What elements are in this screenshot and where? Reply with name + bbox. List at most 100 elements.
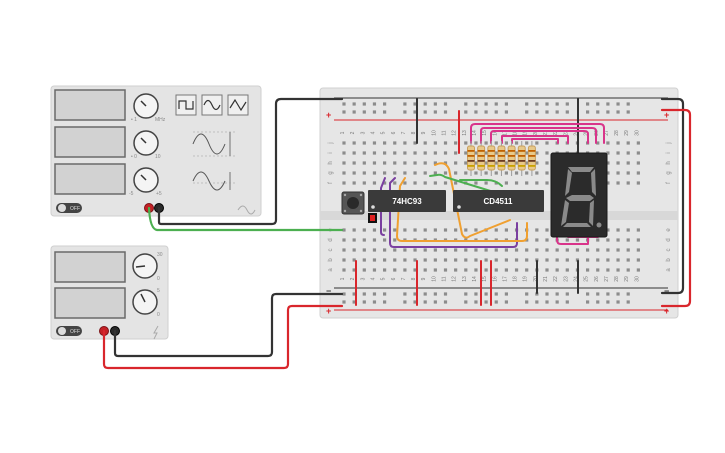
grid-hole[interactable] [575, 238, 580, 242]
grid-hole[interactable] [403, 268, 407, 272]
grid-hole[interactable] [525, 171, 529, 175]
grid-hole[interactable] [403, 248, 407, 252]
rail-hole[interactable] [565, 110, 569, 114]
grid-hole[interactable] [545, 151, 549, 155]
grid-hole[interactable] [606, 141, 610, 145]
rail-hole[interactable] [362, 110, 366, 114]
grid-hole[interactable] [545, 228, 549, 232]
rail-hole[interactable] [504, 300, 508, 304]
resistor-array[interactable] [467, 141, 536, 176]
wire-ps-black[interactable] [113, 292, 344, 358]
grid-hole[interactable] [535, 151, 539, 155]
rail-hole[interactable] [596, 300, 600, 304]
grid-hole[interactable] [464, 171, 468, 175]
grid-hole[interactable] [514, 181, 519, 185]
grid-hole[interactable] [413, 248, 417, 252]
grid-hole[interactable] [403, 258, 407, 262]
grid-hole[interactable] [606, 238, 610, 242]
rail-hole[interactable] [372, 300, 377, 304]
rail-hole[interactable] [555, 110, 559, 114]
wire-orange-1[interactable] [396, 177, 528, 242]
wire-ps-red[interactable] [102, 304, 344, 370]
grid-hole[interactable] [606, 151, 610, 155]
grid-hole[interactable] [626, 141, 630, 145]
grid-hole[interactable] [535, 141, 539, 145]
grid-hole[interactable] [342, 258, 346, 262]
wire-pink-1[interactable] [470, 123, 605, 144]
grid-hole[interactable] [535, 161, 539, 165]
rail-hole[interactable] [504, 292, 508, 296]
grid-hole[interactable] [362, 161, 366, 165]
grid-hole[interactable] [626, 248, 630, 252]
grid-hole[interactable] [636, 248, 640, 252]
grid-hole[interactable] [393, 248, 397, 252]
grid-hole[interactable] [484, 151, 488, 155]
rail-hole[interactable] [545, 292, 549, 296]
resistor[interactable] [467, 141, 475, 176]
resistor[interactable] [477, 141, 486, 176]
grid-hole[interactable] [393, 268, 397, 272]
rail-hole[interactable] [616, 110, 620, 114]
rail-hole[interactable] [342, 300, 346, 304]
rail-hole[interactable] [545, 110, 549, 114]
grid-hole[interactable] [443, 268, 448, 272]
rail-hole[interactable] [606, 300, 610, 304]
grid-hole[interactable] [403, 228, 407, 232]
rail-hole[interactable] [525, 292, 529, 296]
grid-hole[interactable] [413, 161, 417, 165]
rail-hole[interactable] [565, 300, 569, 304]
rail-hole[interactable] [413, 102, 417, 106]
grid-hole[interactable] [362, 268, 366, 272]
wire-pink-4[interactable] [501, 135, 569, 144]
wire-orange-2[interactable] [434, 162, 511, 239]
grid-hole[interactable] [423, 181, 427, 185]
grid-hole[interactable] [464, 228, 468, 232]
grid-hole[interactable] [545, 258, 549, 262]
grid-hole[interactable] [636, 171, 640, 175]
grid-hole[interactable] [474, 268, 478, 272]
grid-hole[interactable] [433, 171, 437, 175]
grid-hole[interactable] [423, 161, 427, 165]
amplitude-knob-icon[interactable] [133, 130, 159, 156]
rail-hole[interactable] [413, 292, 417, 296]
grid-hole[interactable] [454, 141, 458, 145]
grid-hole[interactable] [352, 228, 356, 232]
grid-hole[interactable] [393, 258, 397, 262]
led-indicator[interactable] [368, 213, 377, 223]
rail-hole[interactable] [383, 110, 387, 114]
current-knob-icon[interactable] [132, 289, 158, 315]
grid-hole[interactable] [372, 268, 377, 272]
power-supply[interactable]: 30 0 5 0 OFF [50, 245, 169, 340]
grid-hole[interactable] [596, 268, 600, 272]
grid-hole[interactable] [565, 268, 569, 272]
grid-hole[interactable] [383, 248, 387, 252]
grid-hole[interactable] [494, 151, 498, 155]
rail-hole[interactable] [606, 102, 610, 106]
rail-hole[interactable] [586, 102, 590, 106]
grid-hole[interactable] [443, 171, 448, 175]
grid-hole[interactable] [545, 181, 549, 185]
grid-hole[interactable] [372, 228, 377, 232]
grid-hole[interactable] [454, 268, 458, 272]
wire-fg-black[interactable] [157, 97, 344, 226]
grid-hole[interactable] [484, 258, 488, 262]
grid-hole[interactable] [484, 171, 488, 175]
grid-hole[interactable] [606, 258, 610, 262]
grid-hole[interactable] [464, 151, 468, 155]
grid-hole[interactable] [494, 258, 498, 262]
offset-knob-icon[interactable] [133, 167, 159, 193]
ps-power-toggle[interactable]: OFF [56, 326, 82, 336]
grid-hole[interactable] [494, 161, 498, 165]
grid-hole[interactable] [352, 258, 356, 262]
grid-hole[interactable] [606, 171, 610, 175]
grid-hole[interactable] [443, 161, 448, 165]
rail-hole[interactable] [565, 292, 569, 296]
grid-hole[interactable] [626, 151, 630, 155]
rail-hole[interactable] [626, 110, 630, 114]
rail-hole[interactable] [464, 102, 468, 106]
rail-hole[interactable] [484, 102, 488, 106]
grid-hole[interactable] [393, 151, 397, 155]
rail-hole[interactable] [484, 110, 488, 114]
grid-hole[interactable] [383, 238, 387, 242]
